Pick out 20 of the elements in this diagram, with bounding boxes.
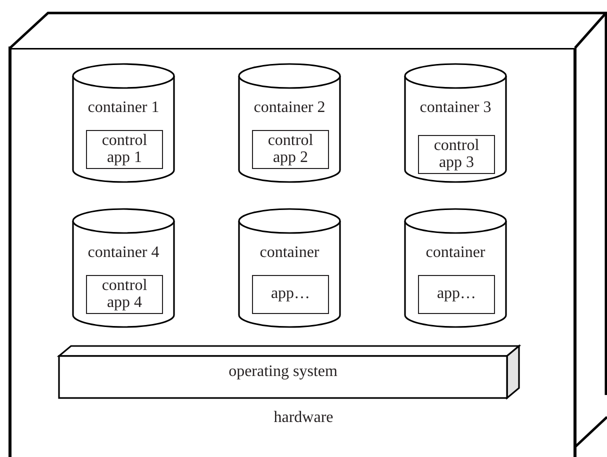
- app-label: control app 2: [266, 132, 314, 166]
- app-box: [86, 130, 163, 169]
- layer-label: operating system: [228, 364, 338, 381]
- layer-label: hardware: [272, 410, 334, 427]
- app-box: [252, 275, 329, 314]
- container-label: container 2: [252, 100, 326, 117]
- container-label: container 1: [86, 100, 160, 117]
- container-label: container 3: [418, 100, 492, 117]
- app-label: app…: [436, 286, 478, 303]
- app-box: [86, 275, 163, 314]
- container-label: container: [424, 245, 486, 262]
- app-box: [418, 275, 495, 314]
- app-label: app…: [270, 286, 312, 303]
- app-label: control app 1: [100, 132, 148, 166]
- app-label: control app 4: [100, 278, 148, 312]
- container-label: container 4: [86, 245, 160, 262]
- app-label: control app 3: [432, 138, 480, 172]
- container-label: container: [258, 245, 320, 262]
- app-box: [418, 135, 495, 174]
- app-box: [252, 130, 329, 169]
